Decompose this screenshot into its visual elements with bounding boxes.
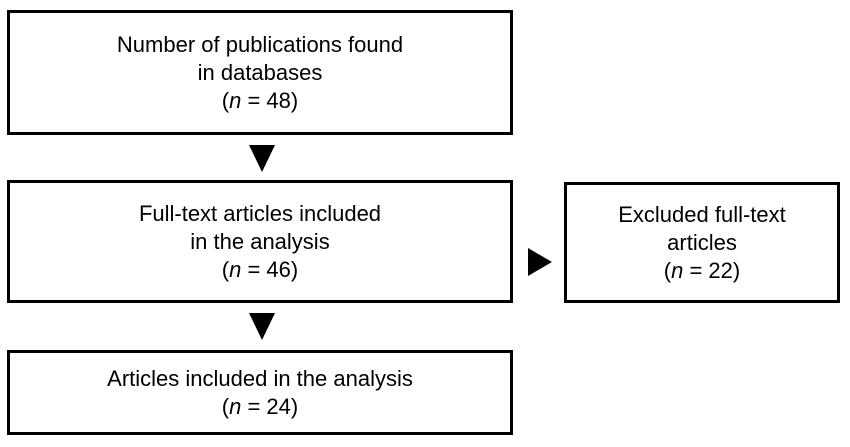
count-variable: n (671, 257, 684, 283)
count-value: 46 (266, 256, 291, 282)
count-close-paren: ) (732, 257, 741, 283)
count-equals: = (241, 256, 267, 282)
count-variable: n (229, 393, 242, 419)
count-open-paren: ( (663, 257, 672, 283)
count-open-paren: ( (221, 393, 230, 419)
count-value: 48 (266, 87, 291, 113)
node-excluded-fulltext-line-2: articles (667, 229, 737, 255)
count-close-paren: ) (290, 393, 299, 419)
count-equals: = (241, 87, 267, 113)
node-publications-found-line-2: in databases (197, 59, 323, 85)
node-publications-found-line-1: Number of publications found (116, 31, 404, 57)
node-publications-found: Number of publications found in database… (7, 10, 513, 135)
node-fulltext-included: Full-text articles included in the analy… (7, 180, 513, 303)
count-equals: = (241, 393, 267, 419)
count-variable: n (229, 256, 242, 282)
count-close-paren: ) (290, 87, 299, 113)
count-variable: n (229, 87, 242, 113)
count-value: 24 (266, 393, 291, 419)
count-equals: = (683, 257, 709, 283)
count-open-paren: ( (221, 256, 230, 282)
node-publications-found-count: (n = 48) (222, 87, 298, 115)
node-articles-included-count: (n = 24) (222, 393, 298, 421)
node-fulltext-included-line-2: in the analysis (190, 228, 330, 254)
node-fulltext-included-count: (n = 46) (222, 256, 298, 284)
node-excluded-fulltext-count: (n = 22) (664, 257, 740, 285)
node-articles-included-line-1: Articles included in the analysis (107, 365, 413, 391)
node-fulltext-included-line-1: Full-text articles included (138, 200, 382, 226)
count-open-paren: ( (221, 87, 230, 113)
node-articles-included: Articles included in the analysis (n = 2… (7, 350, 513, 435)
node-excluded-fulltext-line-1: Excluded full-text (618, 201, 786, 227)
triangle-right-icon (528, 248, 552, 276)
count-close-paren: ) (290, 256, 299, 282)
node-excluded-fulltext: Excluded full-text articles (n = 22) (564, 182, 840, 303)
triangle-down-icon (249, 313, 275, 340)
triangle-down-icon (249, 145, 275, 172)
count-value: 22 (708, 257, 733, 283)
